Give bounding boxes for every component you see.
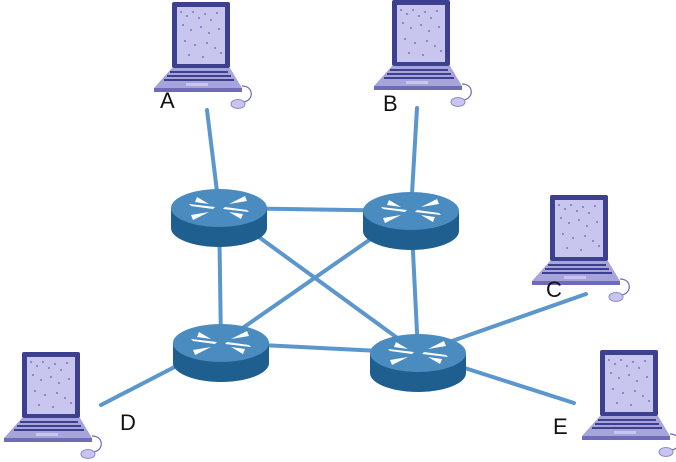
routers-layer bbox=[171, 189, 466, 392]
host-label-b: B bbox=[383, 91, 398, 116]
router-icon-r3 bbox=[173, 324, 269, 382]
hosts-layer bbox=[3, 0, 676, 460]
router-icon-r2 bbox=[363, 192, 459, 250]
laptop-icon-d bbox=[3, 351, 102, 460]
host-label-a: A bbox=[160, 88, 175, 113]
labels-layer: A B C D E bbox=[120, 88, 568, 439]
host-label-d: D bbox=[120, 410, 136, 435]
host-label-e: E bbox=[553, 414, 568, 439]
router-icon-r1 bbox=[171, 189, 267, 247]
laptop-icon-e bbox=[581, 349, 676, 458]
host-label-c: C bbox=[546, 277, 562, 302]
router-icon-r4 bbox=[370, 334, 466, 392]
